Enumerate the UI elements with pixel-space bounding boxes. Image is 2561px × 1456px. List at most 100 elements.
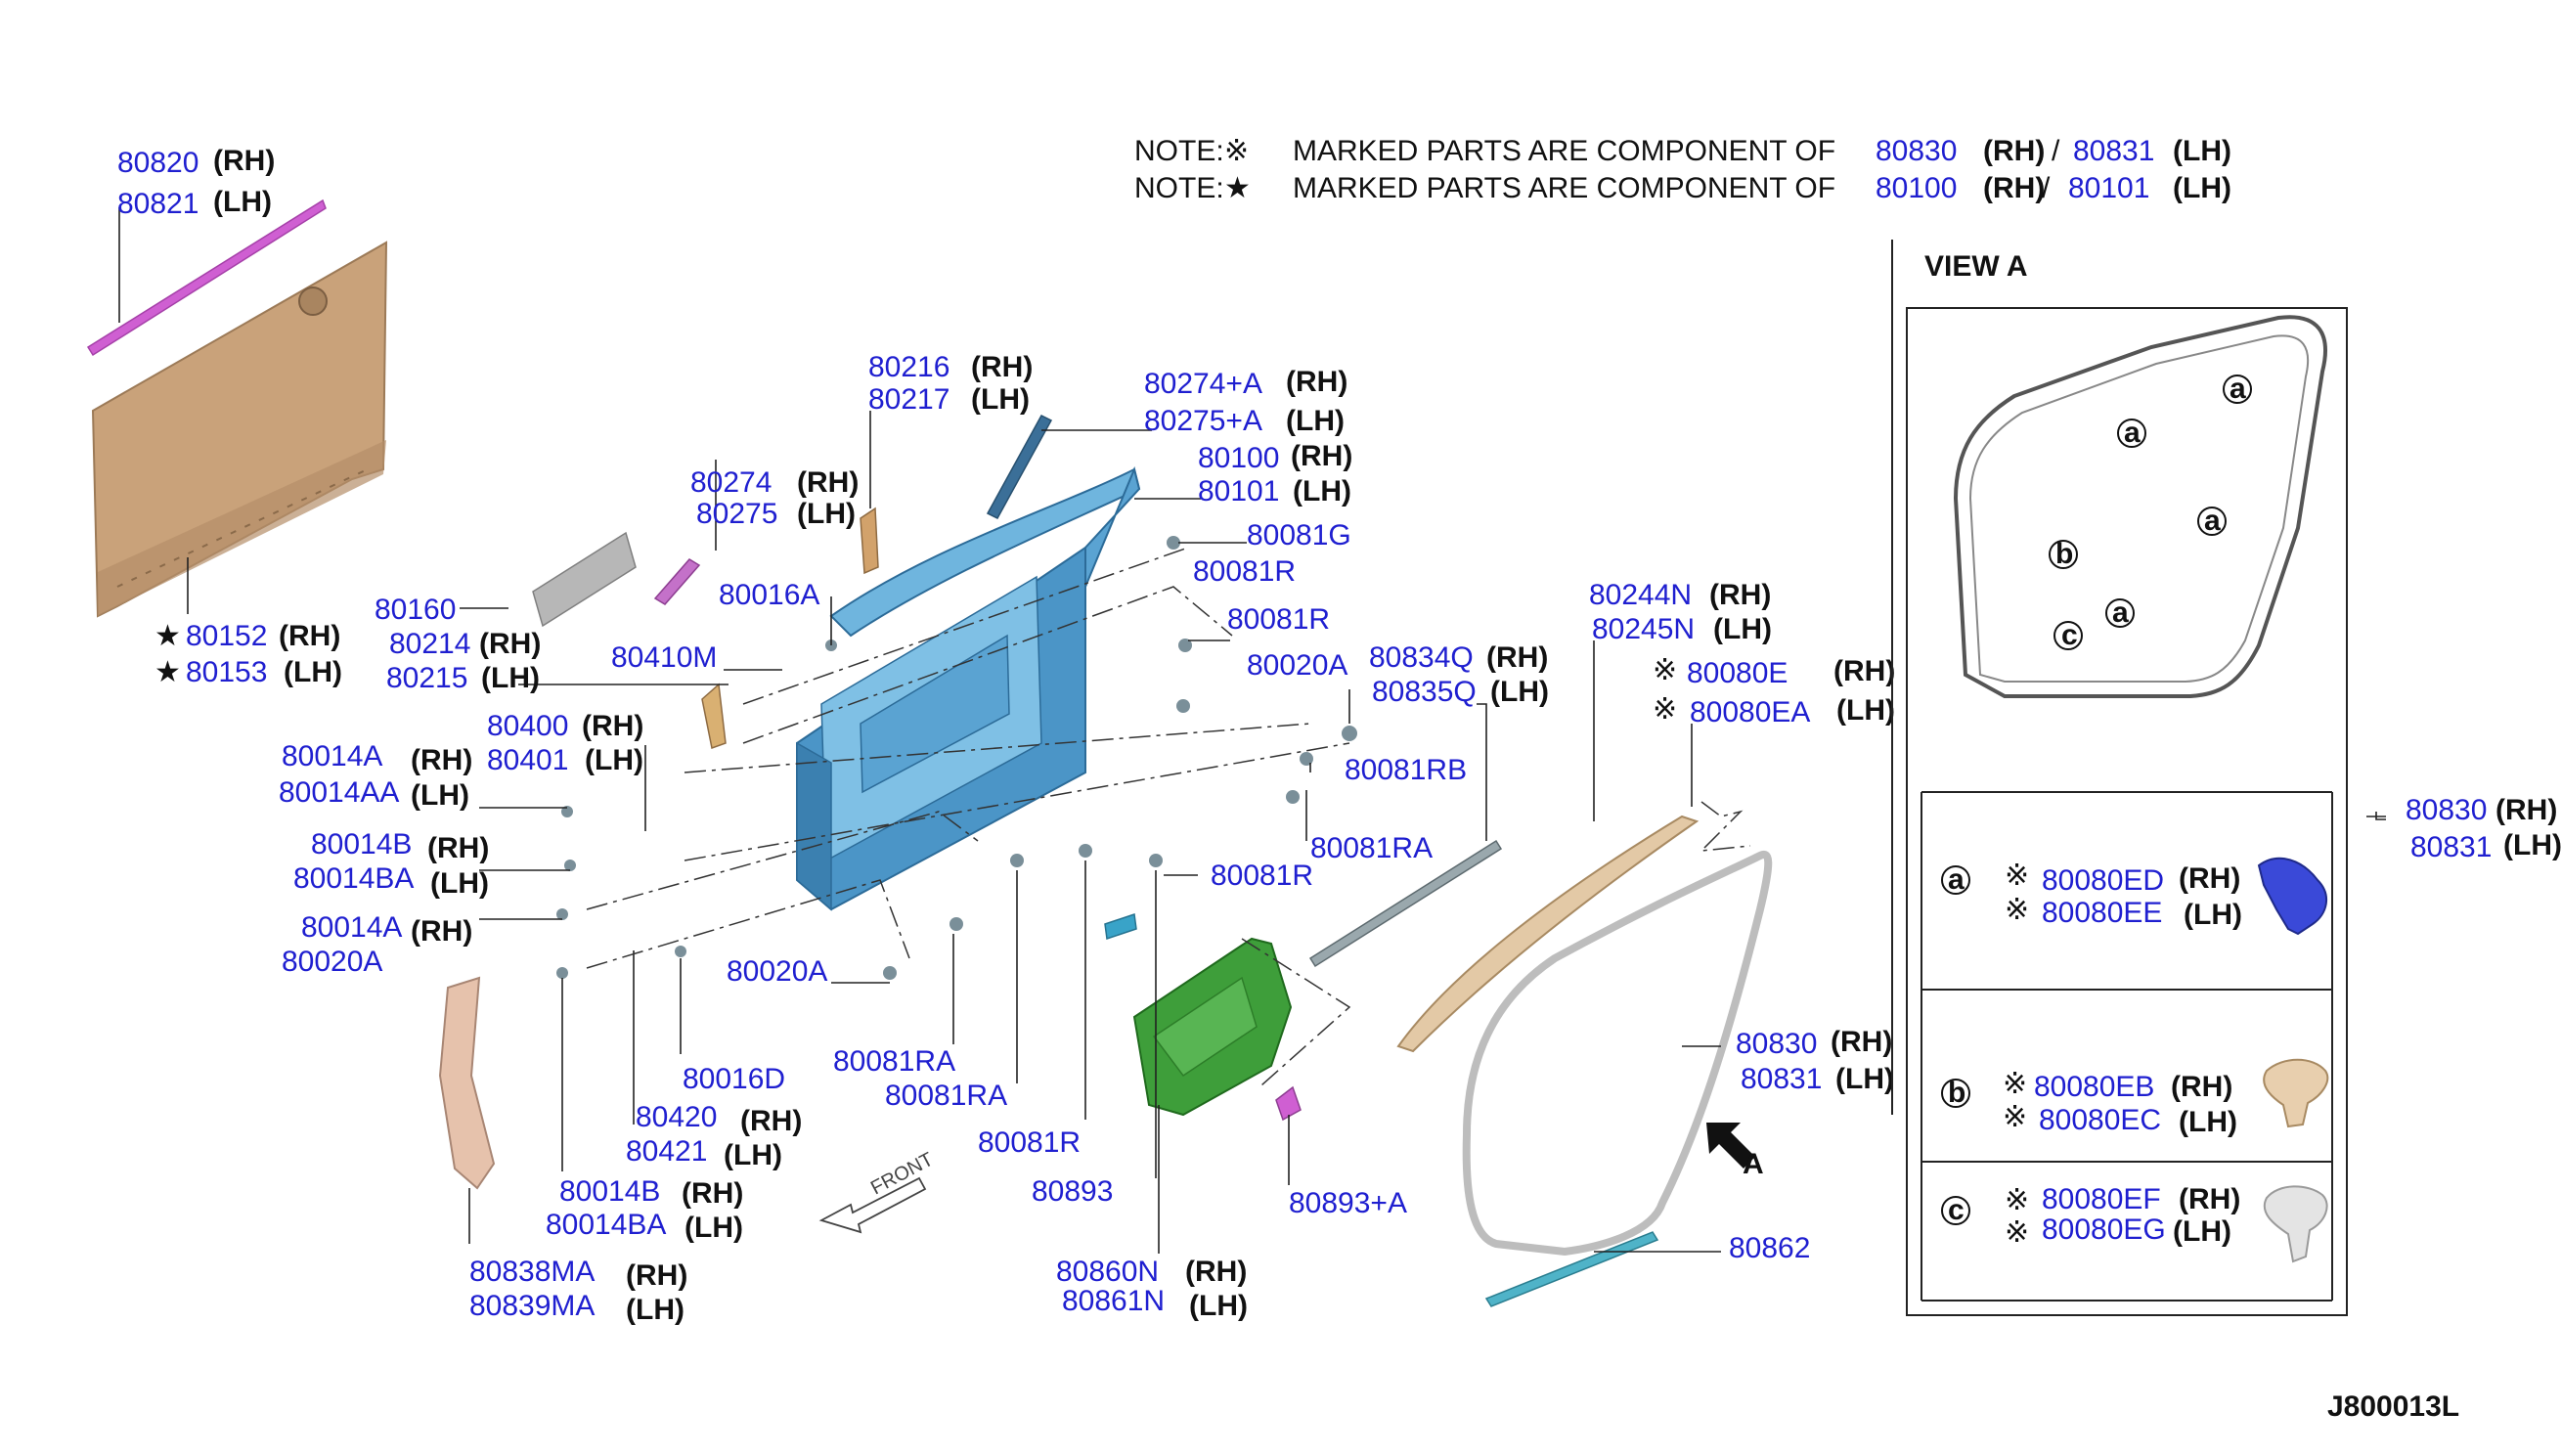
marker-b: b xyxy=(2055,538,2073,570)
callout-part-number: 80893 xyxy=(1032,1175,1113,1208)
callout-part-number: 80081RA xyxy=(885,1080,1007,1112)
note-1-text: MARKED PARTS ARE COMPONENT OF xyxy=(1293,135,1835,167)
outer-door-panel-illustration xyxy=(91,241,388,618)
note-2-part-lh: 80101 xyxy=(2068,172,2149,204)
callout-part-number: 80080EE xyxy=(2042,897,2162,929)
callout-side: (RH) xyxy=(279,620,340,652)
callout-part-number: 80100 xyxy=(1198,442,1279,474)
callout-part-number: 80244N xyxy=(1589,579,1692,611)
callout-part-number: 80080E xyxy=(1687,657,1788,689)
inner-trim-piece-illustration xyxy=(653,558,701,605)
callout-part-number: 80016D xyxy=(683,1063,785,1095)
callout-side: (RH) xyxy=(411,915,472,948)
callout-part-number: 80014B xyxy=(311,828,412,860)
callout-part-number: 80160 xyxy=(375,594,456,626)
callout-side: (RH) xyxy=(1486,641,1548,674)
callout-part-number: 80081G xyxy=(1247,519,1351,552)
callout-part-number: 80275+A xyxy=(1144,405,1262,437)
callout-side: (LH) xyxy=(213,186,272,218)
callout-part-number: 80014BA xyxy=(546,1209,666,1241)
callout-side: (LH) xyxy=(2173,1215,2231,1248)
belt-weatherstrip-illustration xyxy=(1308,839,1503,968)
callout-side: (LH) xyxy=(1286,405,1345,437)
callout-side: (RH) xyxy=(971,351,1033,383)
callout-side: (LH) xyxy=(684,1212,743,1244)
sash-seal-illustration xyxy=(1396,815,1700,1053)
callout-side: (RH) xyxy=(626,1259,687,1292)
note-2-sep: / xyxy=(2042,172,2051,204)
callouts-lower: 80830 (RH) 80831 (LH) 80830 (RH) 80831 (… xyxy=(469,794,2561,1326)
note-2-symbol: ★ xyxy=(1224,172,1251,204)
pad-illustration xyxy=(1275,1085,1302,1122)
legend-marker-b: b xyxy=(1948,1077,1965,1109)
callout-part-number: 80861N xyxy=(1062,1285,1165,1317)
callout-part-number: 80215 xyxy=(386,662,467,694)
callout-side: (LH) xyxy=(1835,1063,1894,1095)
belt-molding-illustration xyxy=(86,199,327,357)
callout-part-number: 80831 xyxy=(1741,1063,1822,1095)
callout-part-number: 80016A xyxy=(719,579,819,611)
callouts: 80820 (RH) 80821 (LH) ★ 80152 (RH) ★ 801… xyxy=(117,145,1895,988)
view-a-panel: VIEW A a a a b a c a ※ 80080 xyxy=(1891,240,2348,1316)
callout-part-number: 80081R xyxy=(978,1126,1081,1159)
callout-part-number: 80835Q xyxy=(1372,676,1477,708)
callout-side: (RH) xyxy=(797,466,859,499)
legend-marker-a: a xyxy=(1948,863,1965,896)
view-a-outline xyxy=(1953,315,2327,698)
door-trim-board-illustration xyxy=(1132,937,1293,1117)
sealing-screen-illustration xyxy=(532,531,637,628)
note-1: NOTE: ※ MARKED PARTS ARE COMPONENT OF 80… xyxy=(1134,135,2231,167)
callout-part-number: 80275 xyxy=(696,498,777,530)
callout-side: (LH) xyxy=(284,656,342,688)
callout-part-number: 80080EA xyxy=(1690,696,1810,728)
callout-part-number: 80014A xyxy=(301,911,402,944)
callout-part-number: 80831 xyxy=(2410,831,2492,863)
ref-mark: ※ xyxy=(1653,693,1677,726)
callout-side: (LH) xyxy=(626,1294,684,1326)
callout-side: (RH) xyxy=(1185,1256,1247,1288)
ref-mark: ※ xyxy=(2005,1216,2029,1249)
callout-side: (LH) xyxy=(724,1139,782,1171)
diagram-id: J800013L xyxy=(2327,1390,2459,1423)
callout-part-number: 80101 xyxy=(1198,475,1279,507)
callout-part-number: 80014B xyxy=(559,1175,660,1208)
callout-side: (LH) xyxy=(2184,899,2242,931)
callout-part-number: 80080ED xyxy=(2042,864,2164,897)
callout-part-number: 80014A xyxy=(282,740,382,772)
callout-part-number: 80830 xyxy=(1736,1028,1817,1060)
callout-side: (RH) xyxy=(682,1177,743,1210)
clip-markers xyxy=(556,536,1357,980)
note-2-part-rh: 80100 xyxy=(1876,172,1957,204)
callout-side: (LH) xyxy=(1490,676,1549,708)
clip-b-icon xyxy=(2263,1058,2329,1128)
callout-part-number: 80401 xyxy=(487,744,568,776)
note-1-lh: (LH) xyxy=(2173,135,2231,167)
marker-a: a xyxy=(2204,505,2221,537)
marker-a: a xyxy=(2230,373,2246,405)
star-mark: ★ xyxy=(155,620,181,652)
view-a-frame xyxy=(1906,307,2348,1316)
callout-side: (LH) xyxy=(1293,475,1351,507)
ref-mark: ※ xyxy=(1653,654,1677,686)
callout-part-number: 80020A xyxy=(727,955,827,988)
callout-side: (LH) xyxy=(1189,1290,1248,1322)
callout-side: (RH) xyxy=(427,832,489,864)
callout-side: (RH) xyxy=(1833,655,1895,687)
callout-part-number: 80081RB xyxy=(1345,754,1467,786)
callout-part-number: 80274+A xyxy=(1144,368,1262,400)
callout-side: (LH) xyxy=(797,498,856,530)
callout-part-number: 80080EC xyxy=(2039,1104,2161,1136)
callout-part-number: 80893+A xyxy=(1289,1187,1407,1219)
leader-lines xyxy=(118,207,2386,1254)
star-mark: ★ xyxy=(155,656,181,688)
callout-part-number: 80081R xyxy=(1227,603,1330,636)
callout-side: (LH) xyxy=(585,744,643,776)
callout-part-number: 80830 xyxy=(2406,794,2487,826)
note-2-lh: (LH) xyxy=(2173,172,2231,204)
callout-side: (LH) xyxy=(2179,1106,2237,1138)
callout-part-number: 80080EG xyxy=(2042,1213,2166,1246)
note-1-prefix: NOTE: xyxy=(1134,135,1224,167)
ref-mark: ※ xyxy=(2005,1184,2029,1216)
